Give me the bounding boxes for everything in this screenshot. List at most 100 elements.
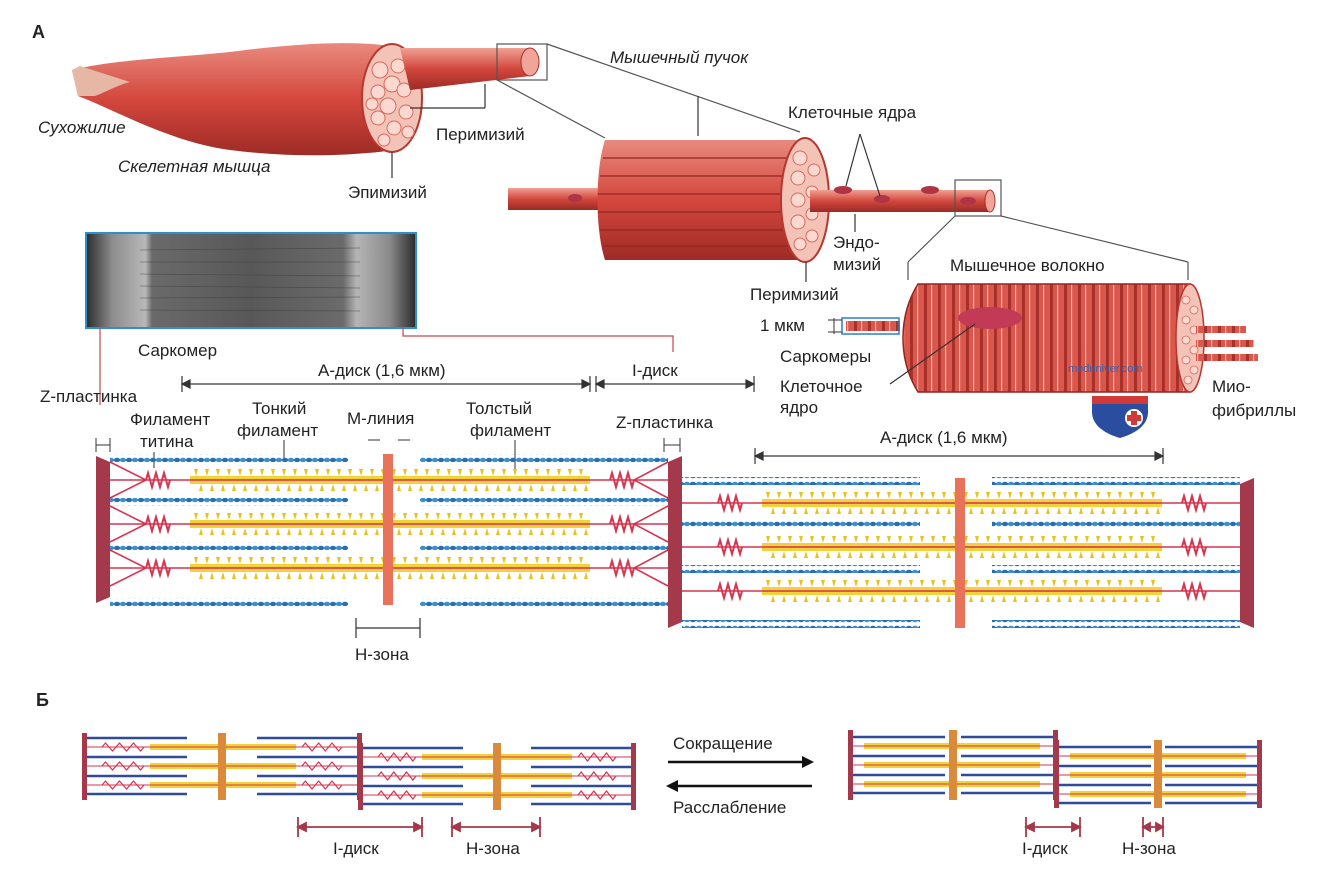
titin-spring <box>145 557 171 579</box>
myosin-head <box>282 469 286 476</box>
myosin-head <box>194 557 198 564</box>
titin-spring <box>609 513 635 535</box>
myosin-head <box>562 528 566 535</box>
myosin-head <box>419 484 423 491</box>
myosin-head <box>1140 536 1144 543</box>
myosin-head <box>232 484 236 491</box>
myosin-head <box>799 492 803 499</box>
myosin-head <box>276 484 280 491</box>
myosin-head <box>205 557 209 564</box>
myosin-head <box>870 507 874 514</box>
myosin-head <box>221 528 225 535</box>
sarcomere-label: Саркомер <box>138 341 217 360</box>
myosin-head <box>551 528 555 535</box>
myosin-head <box>826 551 830 558</box>
myosin-head <box>898 580 902 587</box>
muscle-fiber-illustration <box>841 283 1258 393</box>
myosin-head <box>1151 580 1155 587</box>
sarcomere-diagram-main <box>96 454 682 606</box>
relaxation-arrow <box>666 780 812 792</box>
myosin-head <box>298 528 302 535</box>
perimysium-label-2: Перимизий <box>750 285 839 304</box>
thin-filament <box>682 620 920 628</box>
myosin-head <box>496 528 500 535</box>
myosin-head <box>1090 551 1094 558</box>
myosin-head <box>276 572 280 579</box>
myosin-head <box>403 557 407 564</box>
myosin-head <box>210 484 214 491</box>
myosin-head <box>815 507 819 514</box>
myosin-head <box>254 572 258 579</box>
myosin-head <box>414 469 418 476</box>
myosin-head <box>1024 551 1028 558</box>
sarcomere-micrograph <box>85 232 417 329</box>
a-disc-dimension <box>180 376 592 392</box>
myosin-head <box>1112 551 1116 558</box>
myosin-head <box>216 513 220 520</box>
myosin-head <box>359 513 363 520</box>
z-plate <box>668 478 682 628</box>
myosin-head <box>876 580 880 587</box>
myosin-head <box>1046 507 1050 514</box>
myosin-head <box>452 572 456 579</box>
myosin-head <box>315 469 319 476</box>
myosin-head <box>205 469 209 476</box>
myosin-head <box>502 513 506 520</box>
myosin-head <box>271 513 275 520</box>
titin-spring <box>377 790 417 800</box>
myosin-head <box>408 572 412 579</box>
myosin-head <box>1085 536 1089 543</box>
myosin-head <box>243 528 247 535</box>
myosin-head <box>502 557 506 564</box>
myosin-head <box>546 557 550 564</box>
myosin-head <box>837 507 841 514</box>
myosin-head <box>1156 551 1160 558</box>
myosin-head <box>513 513 517 520</box>
watermark-text: meduniver.com <box>1068 363 1143 375</box>
myosin-head <box>513 469 517 476</box>
myosin-head <box>1145 507 1149 514</box>
myosin-head <box>1030 536 1034 543</box>
myosin-head <box>942 536 946 543</box>
myosin-head <box>843 536 847 543</box>
titin-spring <box>301 742 343 752</box>
titin-spring <box>301 761 343 771</box>
myosin-head <box>370 557 374 564</box>
myosin-head <box>403 513 407 520</box>
myosin-head <box>799 536 803 543</box>
myosin-head <box>1134 551 1138 558</box>
titin-anchor <box>632 549 669 587</box>
myosin-head <box>903 595 907 602</box>
myosin-head <box>529 484 533 491</box>
relaxation-label: Расслабление <box>673 798 786 817</box>
myosin-head <box>485 572 489 579</box>
myosin-head <box>997 492 1001 499</box>
myosin-head <box>1140 580 1144 587</box>
myosin-head <box>1118 492 1122 499</box>
myosin-head <box>788 492 792 499</box>
myosin-head <box>447 557 451 564</box>
myosin-head <box>991 595 995 602</box>
myosin-head <box>551 484 555 491</box>
myosin-head <box>782 595 786 602</box>
myosin-head <box>1134 595 1138 602</box>
myosin-head <box>925 595 929 602</box>
myosin-head <box>821 536 825 543</box>
myosin-head <box>216 557 220 564</box>
myosin-head <box>375 572 379 579</box>
myosin-head <box>1057 507 1061 514</box>
myosin-head <box>326 557 330 564</box>
myosin-head <box>370 513 374 520</box>
myosin-head <box>1118 580 1122 587</box>
myosin-head <box>986 536 990 543</box>
myosin-head <box>469 557 473 564</box>
myosin-head <box>502 469 506 476</box>
thin-filament <box>420 542 668 550</box>
myosin-head <box>298 572 302 579</box>
myosin-head <box>342 528 346 535</box>
myosin-head <box>238 469 242 476</box>
myosin-head <box>249 469 253 476</box>
myosin-head <box>463 528 467 535</box>
myosin-head <box>469 513 473 520</box>
muscle-bundle-label: Мышечный пучок <box>610 48 749 67</box>
